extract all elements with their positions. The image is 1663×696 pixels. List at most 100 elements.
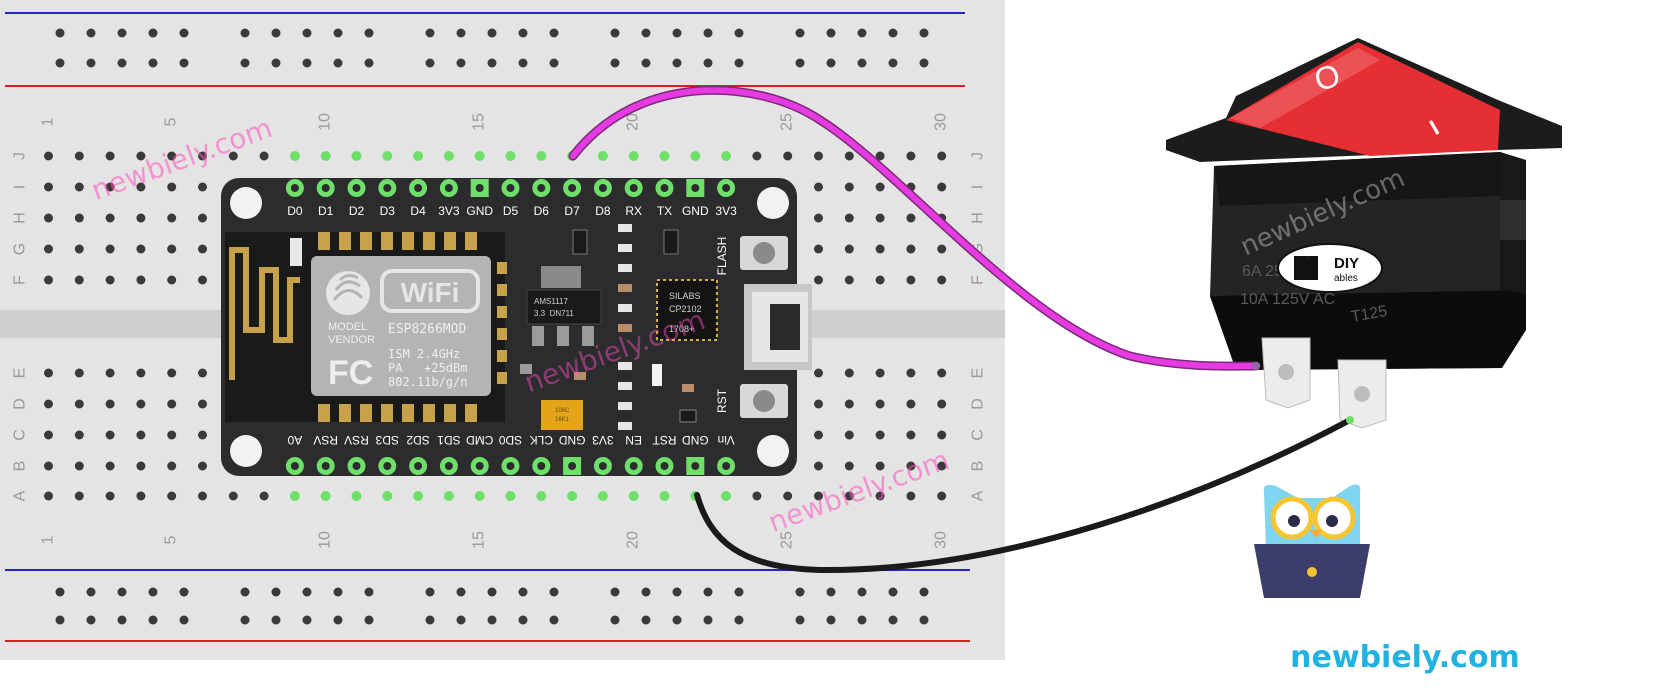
breadboard-hole <box>752 151 762 161</box>
breadboard-hole <box>844 213 854 223</box>
breadboard-hole <box>259 151 269 161</box>
breadboard-hole <box>167 399 177 409</box>
breadboard-hole <box>74 213 84 223</box>
rail-hole <box>549 587 559 597</box>
breadboard-hole <box>875 430 885 440</box>
rail-hole <box>425 615 435 625</box>
pin-label-bottom: SD2 <box>406 433 430 447</box>
breadboard-hole <box>906 430 916 440</box>
smd-components <box>520 224 697 430</box>
rail-hole <box>672 28 682 38</box>
wifi-logo-text: WiFi <box>401 277 460 308</box>
breadboard-hole <box>937 368 947 378</box>
rocker-switch: O I 6A 250V AC 10A 125V AC T125 DIY able… <box>1166 38 1562 429</box>
pin-label-bottom: CMD <box>466 433 494 447</box>
breadboard-hole <box>814 213 823 223</box>
rail-hole <box>240 28 250 38</box>
rail-hole <box>703 28 713 38</box>
rating-line-2: 10A 125V AC <box>1240 291 1335 308</box>
rail-hole <box>148 615 158 625</box>
rail-hole <box>240 587 250 597</box>
breadboard-hole <box>906 275 916 285</box>
rail-hole <box>641 587 651 597</box>
rail-hole <box>271 587 281 597</box>
mount-hole <box>230 187 262 219</box>
breadboard-hole <box>74 399 84 409</box>
breadboard-hole <box>136 275 146 285</box>
breadboard-hole <box>597 491 608 501</box>
tantalum-capacitor: 106C 16K1 <box>541 400 583 430</box>
breadboard-hole <box>474 151 485 161</box>
breadboard-hole <box>413 491 424 501</box>
mount-hole <box>757 435 789 467</box>
cap-sublabel: 16K1 <box>555 417 570 423</box>
row-letter: J <box>12 152 29 160</box>
rail-hole <box>518 615 528 625</box>
row-letter: C <box>12 429 29 441</box>
breadboard-hole <box>44 213 53 223</box>
rail-hole <box>610 28 620 38</box>
esp8266-module: WiFi MODEL VENDOR ESP8266MOD FC ISM 2.4G… <box>225 232 507 422</box>
pin-label-bottom: CLK <box>530 433 553 447</box>
rail-hole <box>117 615 127 625</box>
breadboard-hole <box>44 491 53 501</box>
pin-label-bottom: SD1 <box>437 433 461 447</box>
rail-hole <box>364 615 374 625</box>
rail-hole <box>302 615 312 625</box>
breadboard-hole <box>167 430 177 440</box>
rail-hole <box>734 615 744 625</box>
pin-label-bottom: EN <box>625 433 642 447</box>
rail-hole <box>857 615 867 625</box>
rail-hole <box>240 58 250 68</box>
rail-hole <box>302 28 312 38</box>
breadboard-hole <box>937 182 947 192</box>
rail-hole <box>610 587 620 597</box>
row-letter: A <box>970 490 987 501</box>
voltage-regulator: AMS1117 3.3 DN711 <box>526 266 602 346</box>
rail-hole <box>888 58 898 68</box>
breadboard-hole <box>937 461 947 471</box>
module-vendor-label: VENDOR <box>328 334 375 346</box>
rail-hole <box>641 28 651 38</box>
rail-hole <box>857 58 867 68</box>
fc-mark-icon: FC <box>328 354 373 392</box>
row-letter: H <box>970 212 987 224</box>
cap-label: 106C <box>555 408 570 414</box>
breadboard-hole <box>875 399 885 409</box>
pink-wire <box>570 87 1259 370</box>
breadboard-hole <box>44 151 53 161</box>
breadboard-hole <box>136 368 146 378</box>
row-letter: B <box>970 461 987 472</box>
breadboard-hole <box>536 151 547 161</box>
breadboard-hole <box>105 244 115 254</box>
rail-hole <box>487 615 497 625</box>
rail-hole <box>672 587 682 597</box>
breadboard-hole <box>198 461 207 471</box>
rail-hole <box>364 28 374 38</box>
antenna-trace <box>229 247 300 380</box>
breadboard-hole <box>628 491 639 501</box>
breadboard-hole <box>74 244 84 254</box>
breadboard-hole <box>937 399 947 409</box>
rail-hole <box>919 587 929 597</box>
breadboard-hole <box>814 461 823 471</box>
breadboard-hole <box>814 151 823 161</box>
breadboard-hole <box>906 244 916 254</box>
breadboard-hole <box>74 461 84 471</box>
pin-label-top: GND <box>682 204 709 218</box>
breadboard-hole <box>228 151 238 161</box>
breadboard-hole <box>320 491 331 501</box>
breadboard-hole <box>906 491 916 501</box>
breadboard-hole <box>136 182 146 192</box>
column-number: 30 <box>933 531 950 549</box>
rail-hole <box>888 28 898 38</box>
breadboard-hole <box>74 151 84 161</box>
rail-hole <box>425 28 435 38</box>
breadboard-hole <box>198 182 207 192</box>
breadboard-hole <box>875 491 885 501</box>
pin-label-top: RX <box>625 204 642 218</box>
rail-hole <box>55 615 65 625</box>
